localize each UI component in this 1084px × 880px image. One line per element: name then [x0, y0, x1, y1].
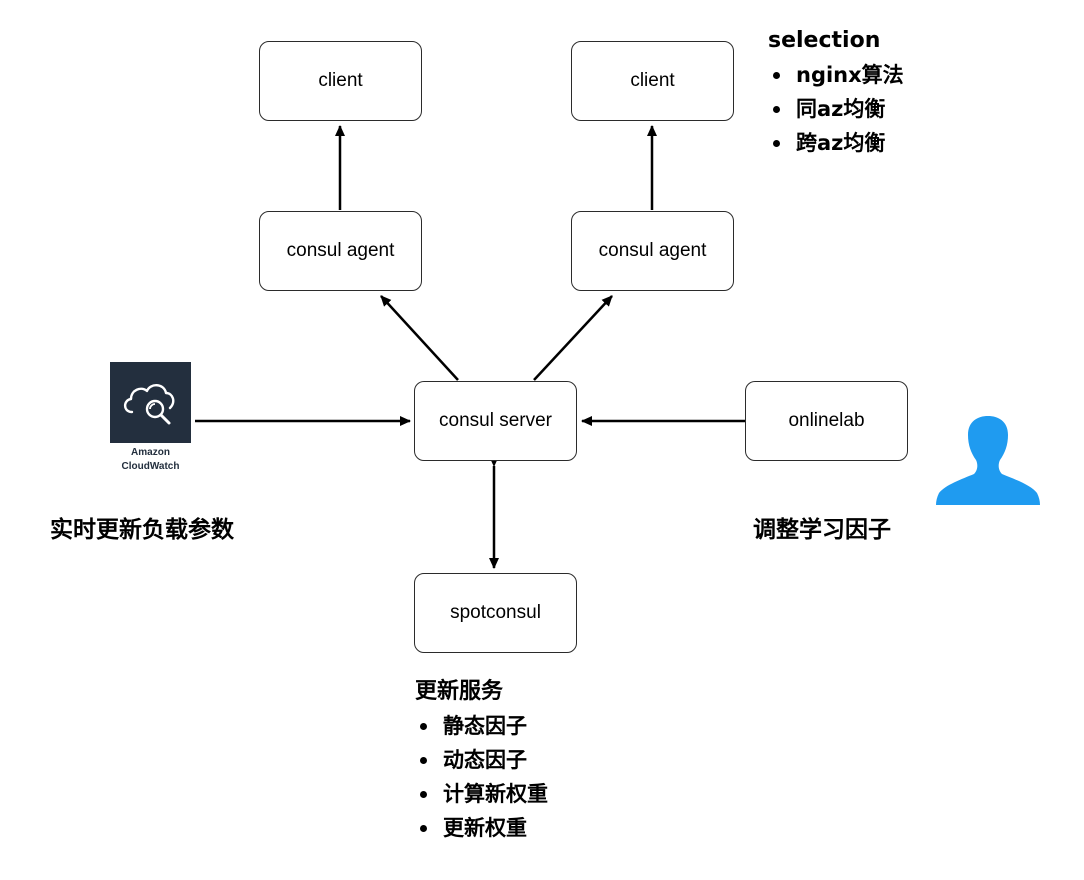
update-service-list: 更新服务 静态因子 动态因子 计算新权重 更新权重 — [415, 675, 548, 845]
selection-list: selection nginx算法 同az均衡 跨az均衡 — [768, 24, 904, 160]
update-service-item: 更新权重 — [415, 811, 548, 845]
update-service-item: 计算新权重 — [415, 777, 548, 811]
cloud-search-icon — [123, 384, 175, 425]
selection-title: selection — [768, 28, 881, 53]
update-service-item: 动态因子 — [415, 743, 548, 777]
selection-item: 同az均衡 — [768, 92, 904, 126]
consul-agent-left-node: consul agent — [259, 211, 422, 291]
right-caption: 调整学习因子 — [753, 517, 891, 543]
edge-server-to-agent-right — [533, 295, 613, 381]
cloudwatch-caption-line2: CloudWatch — [121, 461, 180, 472]
update-service-item: 静态因子 — [415, 709, 548, 743]
consul-server-node: consul server — [414, 381, 577, 461]
amazon-cloudwatch-logo — [110, 362, 191, 443]
left-caption: 实时更新负载参数 — [50, 517, 234, 543]
edge-server-to-agent-left — [380, 295, 459, 381]
onlinelab-node: onlinelab — [745, 381, 908, 461]
spotconsul-node: spotconsul — [414, 573, 577, 653]
client-left-node: client — [259, 41, 422, 121]
client-right-node: client — [571, 41, 734, 121]
cloudwatch-caption-line1: Amazon — [131, 447, 170, 458]
user-silhouette-icon — [936, 416, 1040, 505]
cloudwatch-caption: Amazon CloudWatch — [100, 446, 201, 474]
update-service-title: 更新服务 — [415, 679, 504, 704]
consul-agent-right-node: consul agent — [571, 211, 734, 291]
selection-item: 跨az均衡 — [768, 126, 904, 160]
selection-item: nginx算法 — [768, 58, 904, 92]
